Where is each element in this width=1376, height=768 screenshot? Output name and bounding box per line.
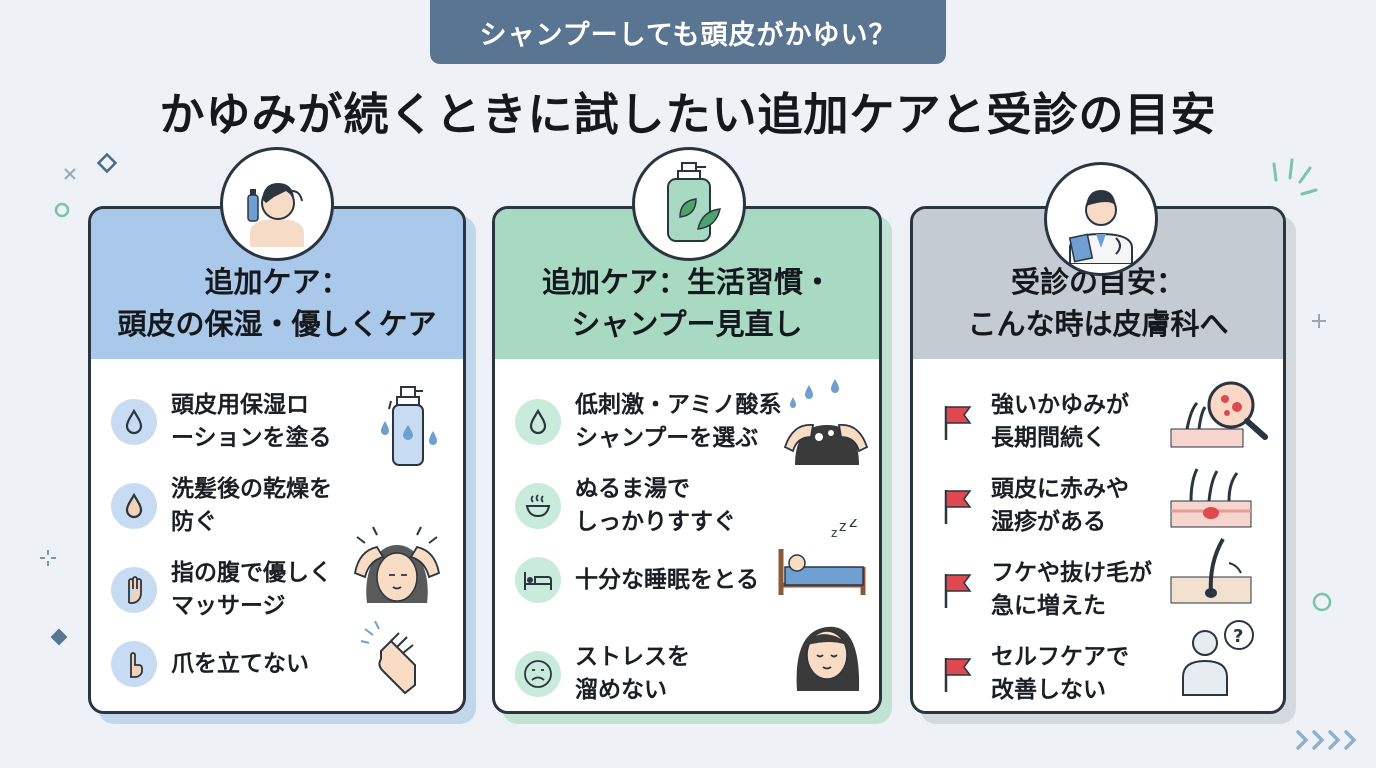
- decor-rays-icon: [1272, 158, 1318, 196]
- card-title-line1: 追加ケア：生活習慣・: [541, 265, 832, 299]
- list-item: 低刺激・アミノ酸系 シャンプーを選ぶ: [515, 389, 782, 455]
- doctor-icon: [1068, 190, 1133, 264]
- bed-icon: [515, 557, 561, 603]
- scalp-wash-illustration: [783, 379, 869, 465]
- person-scalp-spray-icon: [247, 183, 304, 247]
- decor-chevrons-icon: [1296, 730, 1357, 750]
- decor-cross-icon: [64, 168, 76, 180]
- hand-icon: [111, 567, 157, 613]
- list-item: 頭皮用保湿ロ ーションを塗る: [111, 389, 332, 455]
- list-item: ぬるま湯で しっかりすすぐ: [515, 473, 736, 539]
- svg-text:z: z: [831, 526, 837, 540]
- item-text: 洗髪後の乾燥を 防ぐ: [171, 476, 332, 535]
- item-text: 爪を立てない: [171, 650, 309, 677]
- list-item: 指の腹で優しく マッサージ: [111, 557, 332, 623]
- red-flag-icon: [937, 399, 977, 445]
- list-item: セルフケアで 改善しない: [937, 641, 1129, 707]
- relaxed-woman-illustration: [796, 626, 860, 691]
- list-item: フケや抜け毛が 急に増えた: [937, 557, 1152, 623]
- finger-icon: [111, 641, 157, 687]
- item-text: ストレスを 溜めない: [575, 644, 690, 703]
- decor-sparkle-icon: [40, 550, 56, 566]
- card-title-line1: 追加ケア：: [204, 265, 350, 299]
- card-lifestyle: 追加ケア：生活習慣・ シャンプー見直し 低刺激・アミノ酸系 シャンプーを選ぶ ぬ…: [492, 206, 882, 714]
- inflamed-follicle-illustration: [1170, 468, 1252, 528]
- skin-drop-icon: [111, 483, 157, 529]
- decor-diamond-icon: [96, 152, 118, 174]
- svg-text:z: z: [839, 519, 846, 535]
- page-title: かゆみが続くときに試したい追加ケアと受診の目安: [159, 88, 1217, 141]
- sleeping-bed-illustration: z z z: [778, 519, 866, 595]
- list-item: 頭皮に赤みや 湿疹がある: [937, 473, 1129, 539]
- item-text: 頭皮に赤みや 湿疹がある: [991, 476, 1129, 535]
- card-header: 追加ケア： 頭皮の保湿・優しくケア: [91, 209, 463, 359]
- list-item: ストレスを 溜めない: [515, 641, 690, 707]
- lotion-bottle-illustration: [381, 386, 437, 466]
- shampoo-bottle-icon: [667, 162, 721, 242]
- item-text: セルフケアで 改善しない: [991, 644, 1129, 703]
- water-drop-icon: [111, 399, 157, 445]
- card-see-doctor: 受診の目安： こんな時は皮膚科へ 強いかゆみが 長期間続く 頭皮に赤みや 湿疹が…: [910, 206, 1286, 714]
- item-text: 指の腹で優しく マッサージ: [171, 560, 332, 619]
- item-text: 頭皮用保湿ロ ーションを塗る: [171, 392, 332, 451]
- header-pill: シャンプーしても頭皮がかゆい？: [430, 0, 946, 64]
- red-flag-icon: [937, 651, 977, 697]
- hair-loss-illustration: [1170, 537, 1252, 604]
- confused-person-illustration: ?: [1182, 620, 1254, 696]
- svg-text:?: ?: [1233, 626, 1243, 647]
- red-flag-icon: [937, 483, 977, 529]
- svg-text:z: z: [849, 519, 857, 531]
- card-title-line2: こんな時は皮膚科へ: [967, 307, 1229, 341]
- decor-circle-icon: [54, 202, 70, 218]
- woman-massage-illustration: [353, 526, 441, 603]
- card-title-line2: 頭皮の保湿・優しくケア: [117, 307, 437, 341]
- red-flag-icon: [937, 567, 977, 613]
- badge-person-scalp-spray: [220, 147, 334, 261]
- list-item: 強いかゆみが 長期間続く: [937, 389, 1129, 455]
- water-drop-icon: [515, 399, 561, 445]
- badge-doctor: [1044, 162, 1158, 276]
- item-text: フケや抜け毛が 急に増えた: [991, 560, 1152, 619]
- list-item: 爪を立てない: [111, 641, 309, 687]
- card-title-line2: シャンプー見直し: [571, 307, 803, 341]
- hands-illustration: [361, 621, 416, 695]
- list-item: 洗髪後の乾燥を 防ぐ: [111, 473, 332, 539]
- item-text: 強いかゆみが 長期間続く: [991, 392, 1129, 451]
- card-scalp-care: 追加ケア： 頭皮の保湿・優しくケア 頭皮用保湿ロ ーションを塗る 洗髪後の乾燥を…: [88, 206, 466, 714]
- decor-plus-icon: [1312, 314, 1326, 328]
- badge-shampoo-bottle: [632, 147, 746, 261]
- magnifier-skin-illustration: [1170, 381, 1268, 448]
- item-text: 十分な睡眠をとる: [575, 566, 759, 593]
- list-item: 十分な睡眠をとる: [515, 557, 759, 603]
- decor-diamond-icon: [50, 628, 68, 646]
- warm-water-icon: [515, 483, 561, 529]
- sad-face-icon: [515, 651, 561, 697]
- item-text: ぬるま湯で しっかりすすぐ: [575, 476, 736, 535]
- decor-circle-icon: [1312, 592, 1332, 612]
- item-text: 低刺激・アミノ酸系 シャンプーを選ぶ: [575, 392, 782, 451]
